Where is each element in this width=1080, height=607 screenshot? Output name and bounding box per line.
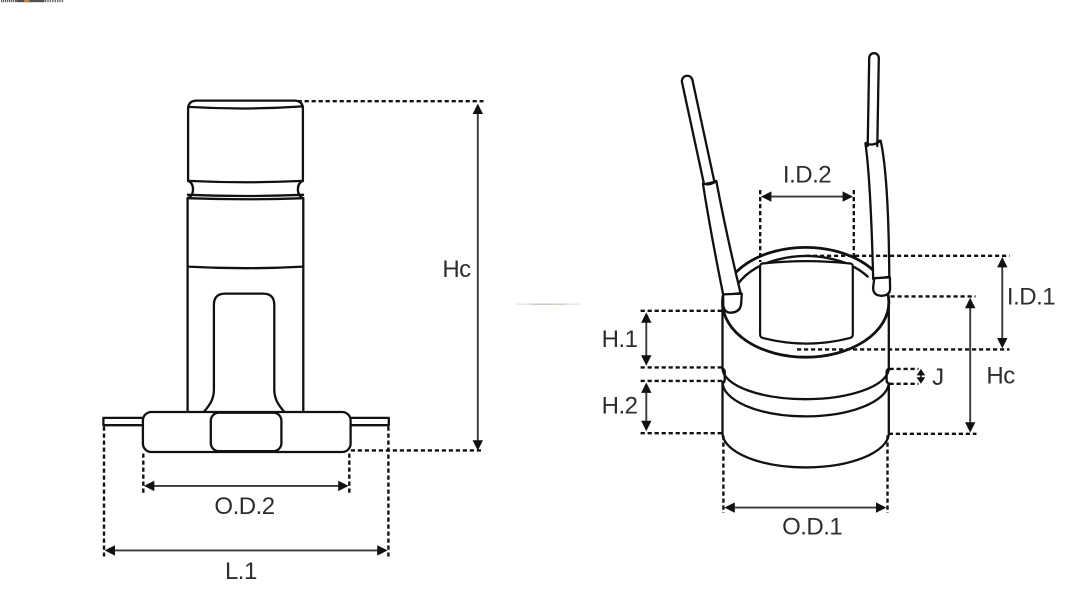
svg-text:O.D.2: O.D.2	[214, 493, 274, 520]
svg-text:Hc: Hc	[986, 362, 1015, 389]
svg-text:Hc: Hc	[442, 256, 471, 283]
svg-text:O.D.1: O.D.1	[782, 514, 842, 541]
svg-text:H.2: H.2	[602, 393, 638, 420]
svg-text:I.D.2: I.D.2	[783, 162, 831, 189]
svg-text:H.1: H.1	[602, 326, 638, 353]
svg-text:J: J	[932, 364, 944, 391]
svg-text:I.D.1: I.D.1	[1007, 284, 1055, 311]
svg-text:L.1: L.1	[225, 558, 257, 585]
